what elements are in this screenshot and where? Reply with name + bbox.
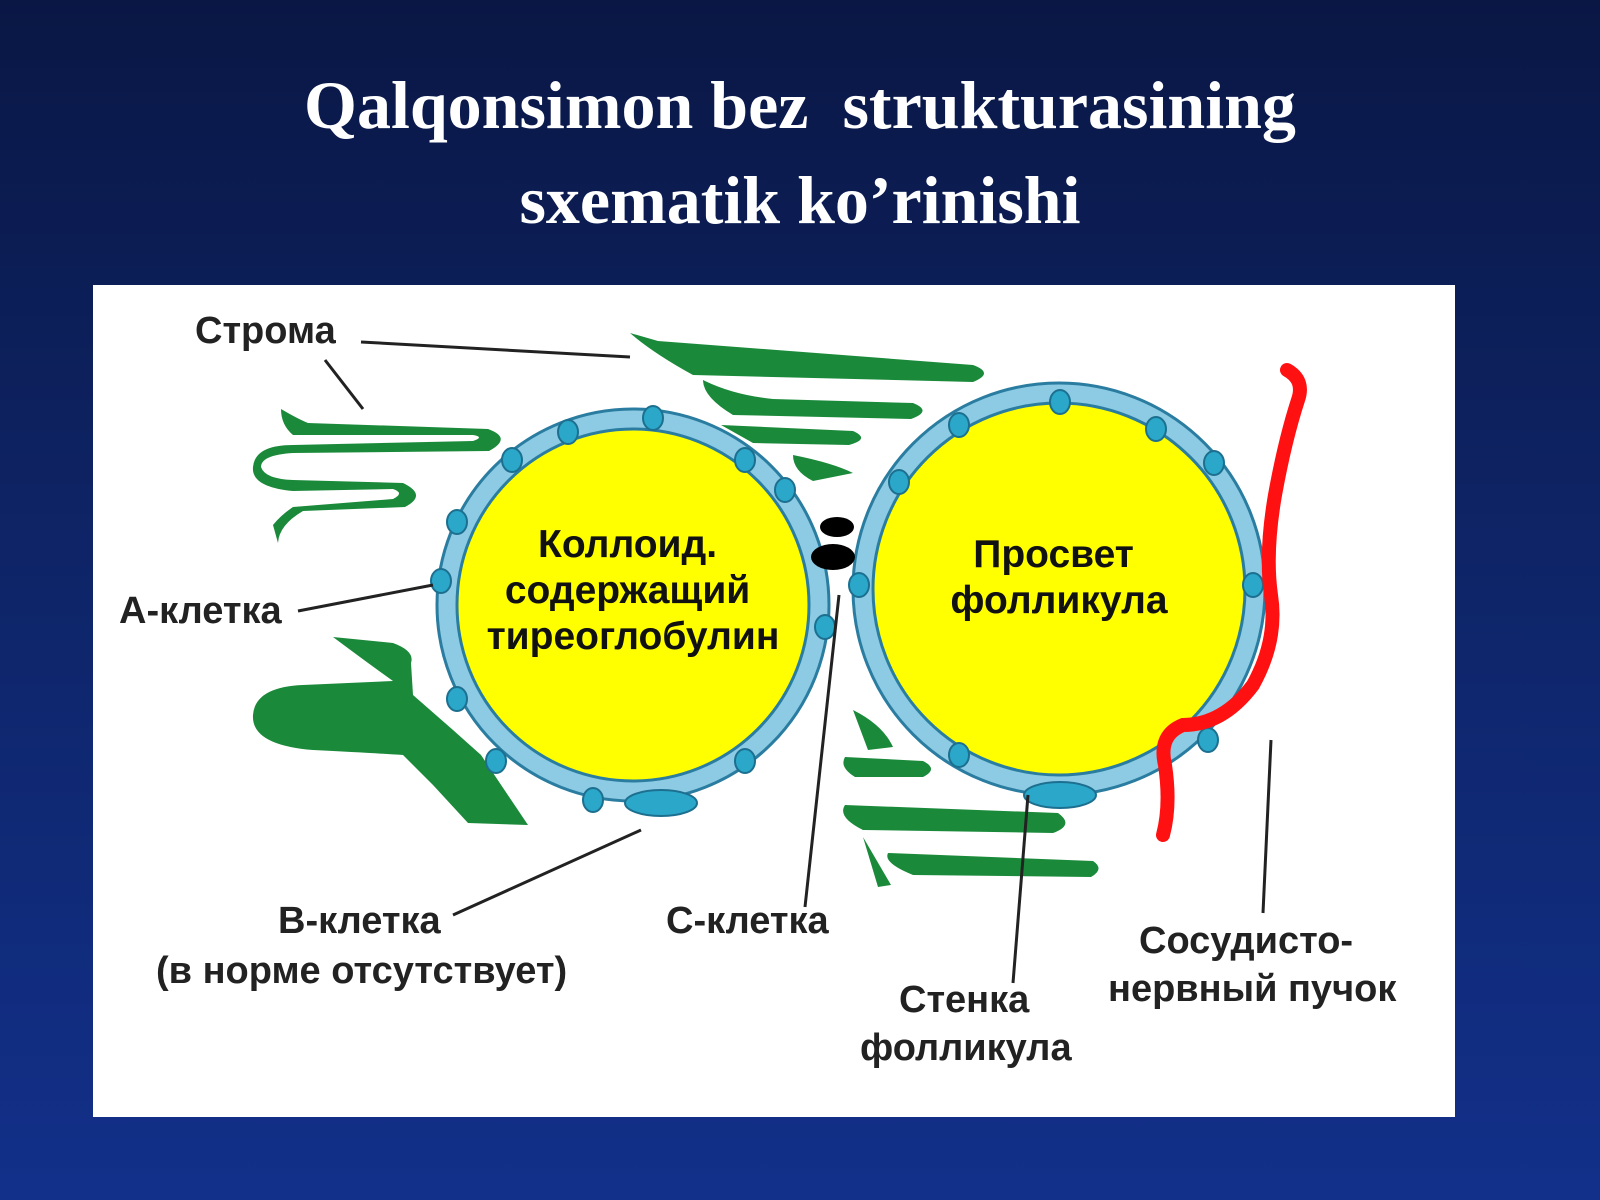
leader-b-cell [452,828,642,917]
label-a-cell: А-клетка [119,590,282,632]
stroma-strand [252,409,501,543]
follicle-cell [1203,450,1225,476]
follicle-cell [734,748,756,774]
follicle-cell [888,469,910,495]
follicle-cell [848,572,870,598]
label-wall-line-1: Стенка [899,979,1030,1021]
c-cell [811,544,855,570]
label-bundle-line-1: Сосудисто- [1139,920,1353,962]
leader-stroma-2 [323,359,365,410]
stroma-strand [843,757,931,777]
lumen-label-line-1: Просвет [973,533,1134,576]
colloid [455,427,811,783]
colloid-label-line-3: тиреоглобулин [487,615,780,658]
leader-stroma-1 [360,340,631,359]
c-cell [820,517,854,537]
follicle-cell [1242,572,1264,598]
follicle-right: Просвет фолликула [848,381,1267,809]
follicle-cell [814,614,836,640]
label-b-cell-line-1: В-клетка [278,900,441,942]
stroma-strand [863,837,891,887]
c-cells [811,517,855,570]
labels: Строма А-клетка В-клетка (в норме отсутс… [119,310,1397,1069]
follicle-left: Коллоид. содержащий тиреоглобулин [430,405,836,817]
follicle-cell [948,742,970,768]
follicle-cell [485,748,507,774]
leader-lines [297,340,1273,984]
label-bundle-line-2: нервный пучок [1108,968,1397,1010]
follicle-cell [582,787,604,813]
leader-bundle [1261,739,1273,914]
stroma-strand [793,455,853,481]
slide-title: Qalqonsimon bez strukturasining sxematik… [0,58,1600,248]
follicle-cell [642,405,664,431]
title-line-2: sxematik ko’rinishi [519,162,1081,238]
thyroid-diagram: Коллоид. содержащий тиреоглобулин [119,310,1397,1069]
neurovascular-bundle [1156,363,1307,842]
leader-a-cell [297,583,434,613]
follicle-cell [774,477,796,503]
follicle-cell [1145,416,1167,442]
follicle-cells [430,405,836,817]
follicle-cell [734,447,756,473]
stroma-strand [853,710,893,750]
follicle-cell [1197,727,1219,753]
follicle-cell [446,686,468,712]
lumen-label: Просвет фолликула [950,533,1167,622]
colloid-label-line-2: содержащий [505,569,750,612]
follicle-cell [446,509,468,535]
follicle-cell [557,419,579,445]
leader-wall [1011,794,1030,984]
stroma-strand [721,425,862,445]
colloid-label: Коллоид. содержащий тиреоглобулин [487,523,780,658]
follicle-cell [501,447,523,473]
stroma-strand [703,380,923,419]
lumen-label-line-2: фолликула [950,579,1167,622]
label-wall-line-2: фолликула [860,1027,1072,1069]
follicle-cell [948,412,970,438]
follicle-cells [848,389,1264,809]
leader-c-cell [803,594,841,908]
stroma-strand [630,333,984,382]
b-cell-marker [624,789,698,817]
label-c-cell: С-клетка [666,900,829,942]
label-b-cell-line-2: (в норме отсутствует) [156,950,567,992]
a-cell-marker [430,568,452,594]
wall-cell-flat [1023,781,1097,809]
follicle-cell [1049,389,1071,415]
title-line-1: Qalqonsimon bez strukturasining [304,67,1296,143]
stroma-strand [887,853,1099,877]
stroma-strands [252,333,1099,887]
diagram-panel: Коллоид. содержащий тиреоглобулин [93,285,1455,1117]
label-stroma: Строма [195,310,337,352]
stroma-strand [252,637,528,825]
colloid-label-line-1: Коллоид. [538,523,717,566]
stroma-strand [843,805,1066,833]
